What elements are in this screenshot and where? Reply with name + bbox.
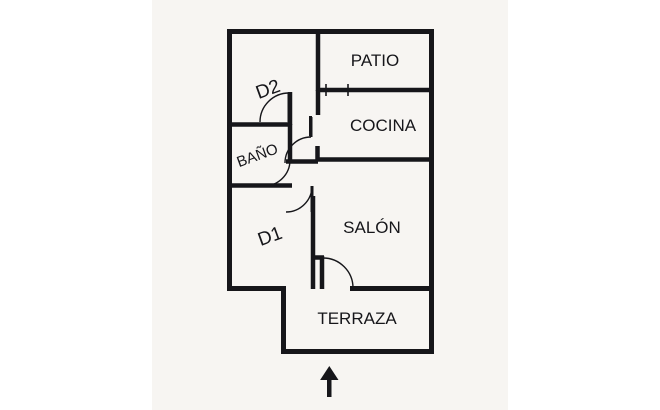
room-label-d1: D1 xyxy=(255,223,285,251)
door-bano-arc-icon xyxy=(263,159,291,187)
room-label-terraza: TERRAZA xyxy=(317,309,397,328)
room-label-patio: PATIO xyxy=(351,51,400,70)
plan-canvas-background xyxy=(152,0,508,410)
room-label-d2: D2 xyxy=(253,76,283,104)
door-salon-arc-icon xyxy=(322,257,354,289)
entrance-arrow-head-icon xyxy=(320,366,339,380)
patio-window-marks xyxy=(325,84,349,96)
door-cocina-arc-icon xyxy=(284,136,312,164)
entrance-arrow-shaft-icon xyxy=(327,376,332,397)
doors xyxy=(259,92,354,289)
entrance-arrow xyxy=(320,366,339,397)
door-d2-arc-icon xyxy=(259,92,290,123)
outer-walls xyxy=(227,29,434,354)
room-label-salon: SALÓN xyxy=(343,218,401,237)
room-label-cocina: COCINA xyxy=(350,116,417,135)
room-label-bano: BAÑO xyxy=(235,141,281,172)
door-d1-arc-icon xyxy=(285,185,313,213)
